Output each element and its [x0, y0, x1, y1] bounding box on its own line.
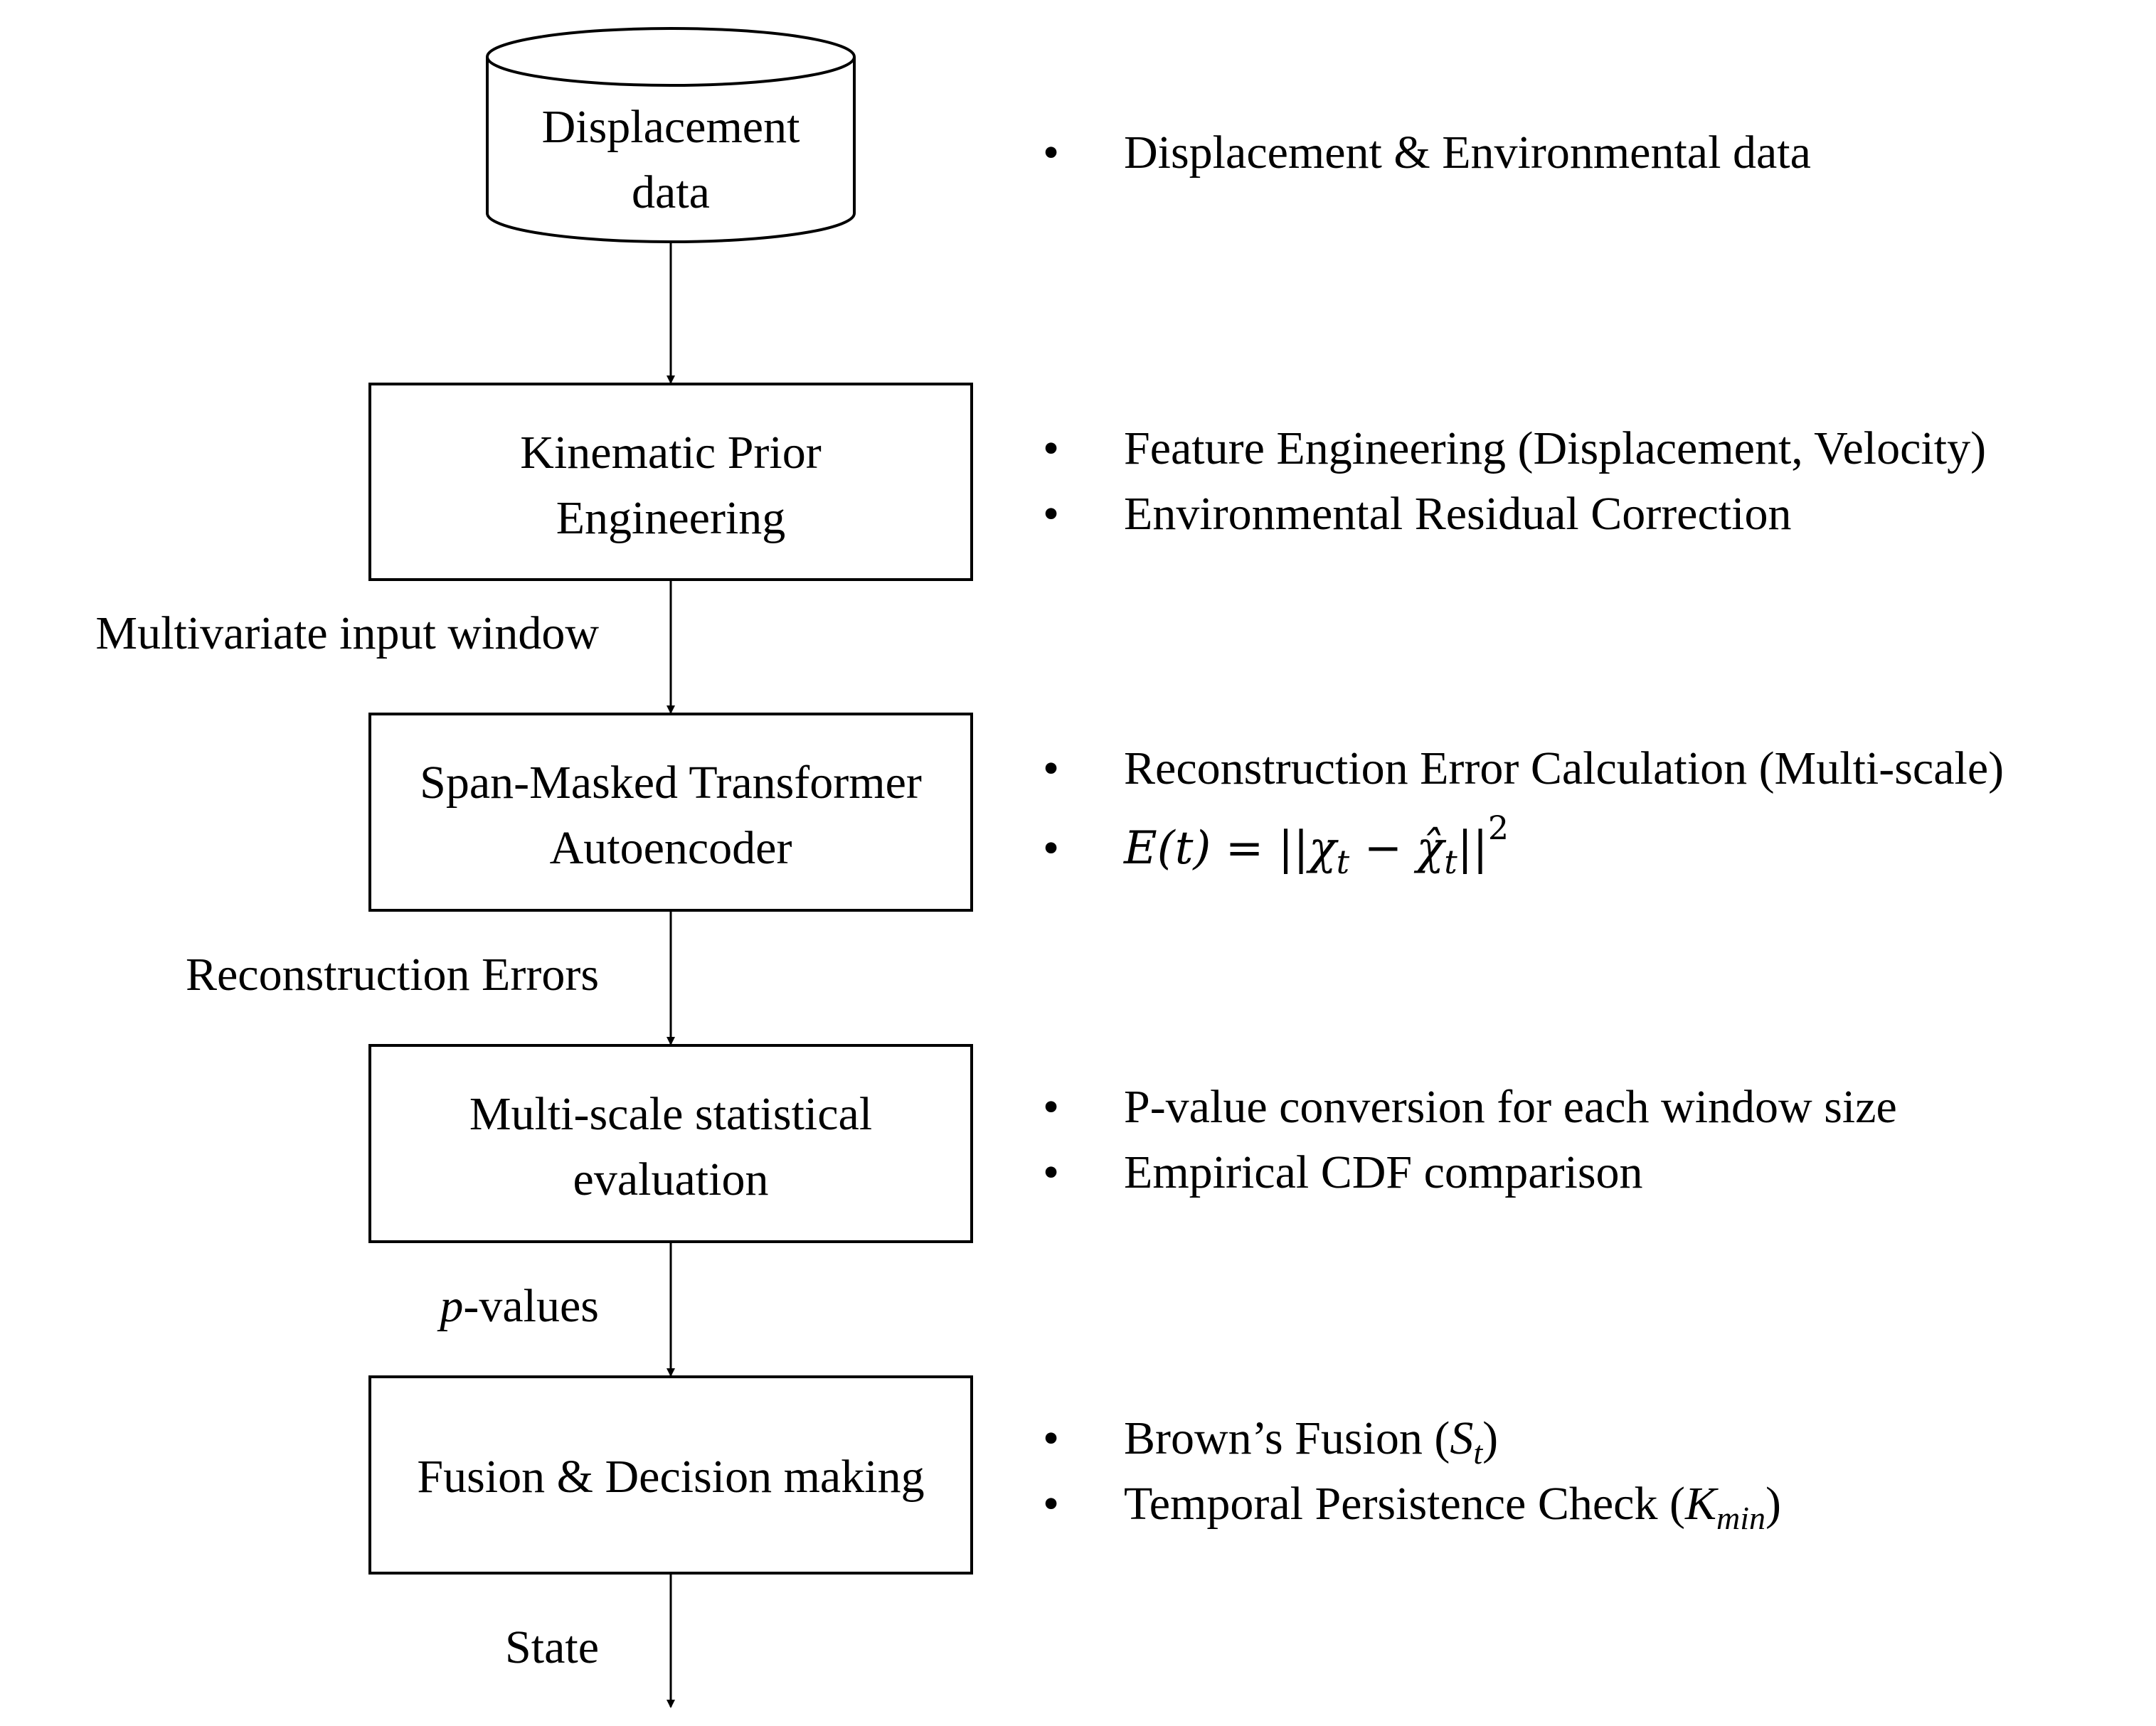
- note-displacement-environmental: Displacement & Environmental data: [1124, 127, 1811, 179]
- transformer-node: Span-Masked Transformer Autoencoder: [368, 713, 973, 912]
- fusion-node: Fusion & Decision making: [368, 1375, 973, 1575]
- edge-label-p-values: p-values: [437, 1280, 599, 1332]
- data-store-node: Displacement data: [486, 27, 856, 243]
- bullet-marker: •: [1043, 822, 1059, 874]
- transformer-label-line-1: Span-Masked Transformer: [420, 757, 922, 809]
- note-feature-engineering: Feature Engineering (Displacement, Veloc…: [1124, 422, 1986, 474]
- note-reconstruction-error: Reconstruction Error Calculation (Multi-…: [1124, 742, 2004, 794]
- evaluation-label-line-2: evaluation: [573, 1154, 769, 1205]
- bullet-marker: •: [1043, 1412, 1059, 1464]
- edge-label-reconstruction-errors: Reconstruction Errors: [186, 949, 599, 1001]
- edge-label-input-window: Multivariate input window: [95, 607, 599, 659]
- edge-label-state: State: [505, 1621, 599, 1673]
- data-store-label-line-2: data: [632, 166, 710, 218]
- kinematic-prior-node: Kinematic Prior Engineering: [368, 383, 973, 581]
- kinematic-label-line-1: Kinematic Prior: [520, 427, 821, 479]
- note-browns-fusion: Brown’s Fusion (St): [1124, 1412, 1498, 1471]
- data-store-label-line-1: Displacement: [542, 101, 800, 153]
- notes-kinematic: • Feature Engineering (Displacement, Vel…: [1043, 422, 1986, 540]
- transformer-label-line-2: Autoencoder: [550, 822, 792, 874]
- bullet-marker: •: [1043, 1478, 1059, 1530]
- note-temporal-persistence: Temporal Persistence Check (Kmin): [1124, 1478, 1781, 1536]
- kinematic-label-line-2: Engineering: [556, 492, 786, 544]
- evaluation-node: Multi-scale statistical evaluation: [368, 1044, 973, 1243]
- fusion-label: Fusion & Decision making: [417, 1451, 924, 1503]
- equation-reconstruction-error: E(t) = ||χt − χ̂t||2: [1123, 809, 1509, 881]
- bullet-marker: •: [1043, 488, 1059, 540]
- notes-evaluation: • P-value conversion for each window siz…: [1043, 1081, 1897, 1198]
- notes-transformer: • Reconstruction Error Calculation (Mult…: [1043, 742, 2004, 881]
- note-p-value-conversion: P-value conversion for each window size: [1124, 1081, 1897, 1133]
- bullet-marker: •: [1043, 1146, 1059, 1198]
- evaluation-label-line-1: Multi-scale statistical: [469, 1088, 872, 1140]
- bullet-marker: •: [1043, 127, 1059, 179]
- bullet-marker: •: [1043, 422, 1059, 474]
- bullet-marker: •: [1043, 1081, 1059, 1133]
- note-empirical-cdf: Empirical CDF comparison: [1124, 1146, 1643, 1198]
- note-environmental-residual: Environmental Residual Correction: [1124, 488, 1791, 540]
- bullet-marker: •: [1043, 742, 1059, 794]
- notes-fusion: • Brown’s Fusion (St) • Temporal Persist…: [1043, 1412, 1781, 1536]
- notes-data-store: • Displacement & Environmental data: [1043, 127, 1811, 179]
